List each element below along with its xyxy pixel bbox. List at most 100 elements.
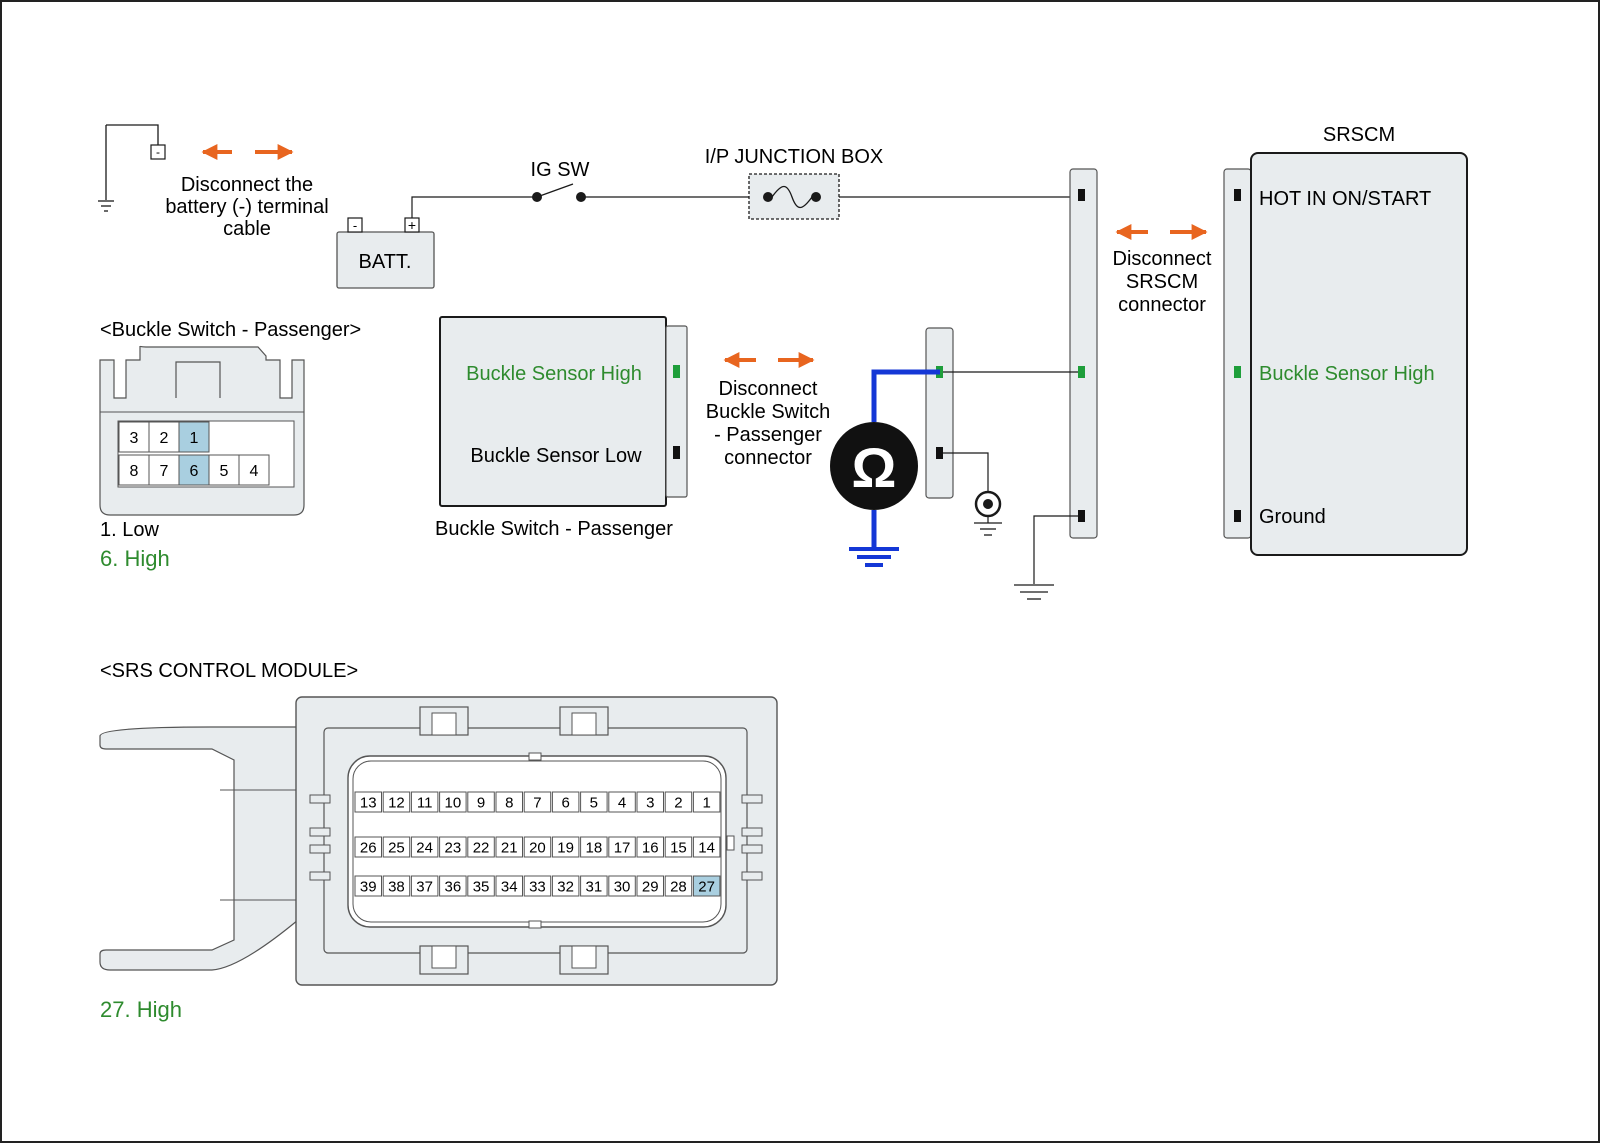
connector-pin-cell (551, 791, 580, 813)
supply-wire (411, 183, 1082, 218)
connector-pin-cell (354, 791, 382, 813)
terminal-minus-sign: - (156, 145, 160, 159)
connector-pin-cell (551, 875, 580, 897)
connector-pin-number: 2 (674, 794, 682, 811)
connector-pin-cell (523, 791, 552, 813)
connector-pin-cell (551, 836, 580, 858)
srscm-pin-ground: Ground (1259, 506, 1326, 528)
connector-pin-number: 14 (698, 839, 715, 856)
connector-pin-cell (664, 875, 693, 897)
buckle-switch-caption: Buckle Switch - Passenger (435, 518, 673, 540)
srscm-title: SRSCM (1323, 124, 1395, 146)
connector-pin-cell (467, 875, 495, 897)
srs-legend-high: 27. High (100, 997, 182, 1022)
connector-pin-cell (580, 836, 608, 858)
battery-minus-label: - (353, 218, 357, 233)
connector-pin-number: 26 (360, 839, 377, 856)
connector-pin-number: 9 (477, 794, 485, 811)
connector-pin-number: 5 (220, 463, 229, 480)
connector-pin-cell (608, 875, 636, 897)
connector-pin-cell (467, 836, 495, 858)
buckle-disconnect-line-2: Buckle Switch (706, 401, 831, 423)
srscm-disconnect-line-3: connector (1118, 294, 1206, 316)
buckle-low-ground (943, 452, 1002, 536)
battery-plus-label: + (408, 217, 416, 233)
buckle-switch-module (439, 316, 688, 507)
ig-switch-label: IG SW (531, 159, 590, 181)
connector-pin-number: 30 (614, 878, 631, 895)
connector-pin-cell (354, 875, 382, 897)
connector-pin-cell (636, 791, 664, 813)
connector-pin-cell (439, 791, 467, 813)
connector-pin-number: 4 (250, 463, 259, 480)
connector-pin-number: 3 (646, 794, 654, 811)
connector-pin-number: 11 (417, 794, 433, 811)
connector-pin-number: 31 (586, 878, 603, 895)
connector-pin-number: 8 (505, 794, 513, 811)
connector-pin-cell (608, 836, 636, 858)
battery-disconnect-line-1: Disconnect the (181, 174, 313, 196)
srs-module-title: <SRS CONTROL MODULE> (100, 660, 358, 682)
battery-label: BATT. (359, 251, 412, 273)
buckle-sensor-high-label: Buckle Sensor High (466, 363, 642, 385)
connector-pin-cell (178, 421, 210, 453)
passenger-connector-title: <Buckle Switch - Passenger> (100, 319, 361, 341)
connector-pin-number: 15 (670, 839, 687, 856)
connector-pin-cell (580, 875, 608, 897)
connector-pin-number: 6 (190, 463, 199, 480)
connector-pin-number: 35 (473, 878, 490, 895)
connector-pin-cell (495, 791, 523, 813)
connector-pin-cell (410, 836, 439, 858)
connector-pin-cell (439, 836, 467, 858)
connector-pin-cell (382, 791, 411, 813)
connector-pin-cell (692, 791, 721, 813)
connector-pin-cell (636, 836, 664, 858)
connector-pin-number: 7 (160, 463, 169, 480)
ohmmeter (830, 369, 940, 567)
connector-pin-number: 1 (190, 430, 199, 447)
connector-pin-cell (382, 875, 411, 897)
connector-pin-number: 18 (586, 839, 603, 856)
srscm-pin-buckle-high: Buckle Sensor High (1259, 363, 1435, 385)
connector-pin-cell (382, 836, 411, 858)
connector-pin-number: 22 (473, 839, 490, 856)
battery-disconnect-line-2: battery (-) terminal (165, 196, 328, 218)
connector-pin-cell (664, 791, 693, 813)
connector-pin-number: 25 (388, 839, 405, 856)
connector-pin-cell (523, 875, 552, 897)
connector-pin-cell (664, 836, 693, 858)
connector-pin-number: 8 (130, 463, 139, 480)
junction-box-label: I/P JUNCTION BOX (705, 146, 884, 168)
buckle-disconnect-line-4: connector (724, 447, 812, 469)
connector-pin-number: 12 (388, 794, 405, 811)
battery-disconnect-line-3: cable (223, 218, 271, 240)
connector-pin-number: 10 (445, 794, 462, 811)
connector-pin-number: 1 (702, 794, 710, 811)
connector-pin-number: 36 (445, 878, 462, 895)
connector-pin-cell (523, 836, 552, 858)
connector-pin-cell (148, 421, 180, 453)
buckle-disconnect-line-3: - Passenger (714, 424, 822, 446)
srscm-pin-hot: HOT IN ON/START (1259, 188, 1431, 210)
srscm-disconnect-line-1: Disconnect (1113, 248, 1212, 270)
buckle-disconnect-line-1: Disconnect (719, 378, 818, 400)
connector-pin-cell (410, 875, 439, 897)
connector-pin-number: 6 (561, 794, 569, 811)
connector-pin-number: 34 (501, 878, 518, 895)
battery-ground-terminal: - (98, 124, 166, 212)
connector-pin-number: 16 (642, 839, 659, 856)
connector-pin-number: 28 (670, 878, 687, 895)
connector-pin-cell (148, 454, 180, 486)
srscm-harness-connector (1069, 168, 1098, 539)
connector-pin-number: 27 (698, 878, 715, 895)
chassis-ground (1014, 515, 1078, 600)
junction-box-fuse (748, 173, 840, 220)
connector-pin-cell (495, 875, 523, 897)
connector-pin-cell (692, 875, 721, 897)
connector-pin-number: 17 (614, 839, 631, 856)
connector-pin-number: 4 (618, 794, 626, 811)
connector-pin-number: 23 (445, 839, 462, 856)
passenger-legend-high: 6. High (100, 546, 170, 571)
